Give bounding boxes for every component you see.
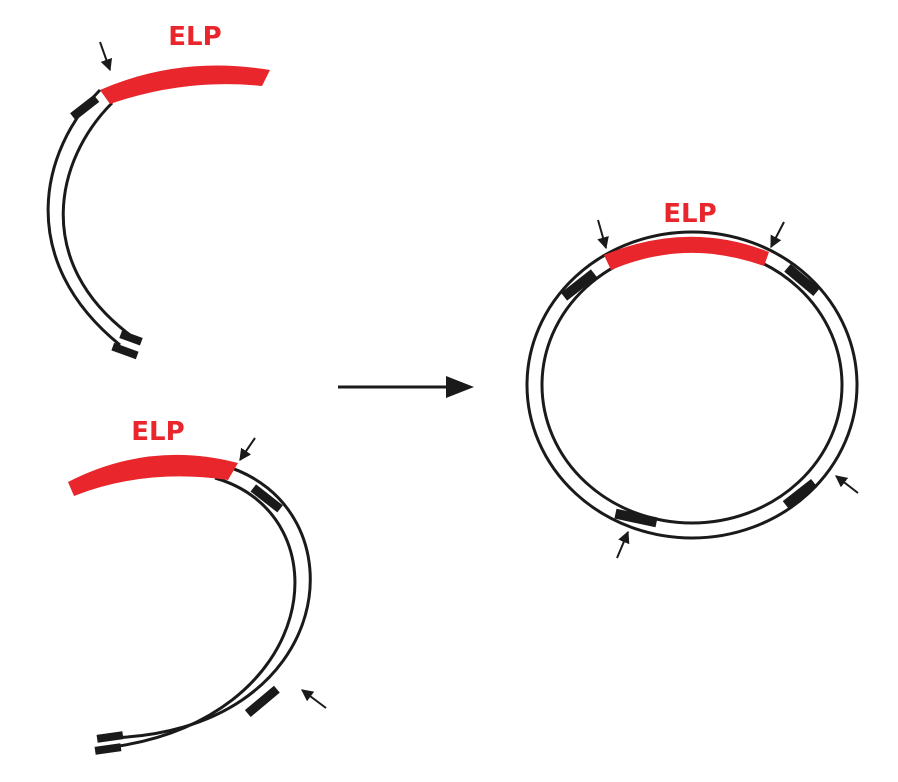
marker-block <box>96 731 124 743</box>
marker-block <box>244 685 280 718</box>
marker-block <box>614 508 658 528</box>
marker-block <box>784 263 820 297</box>
outer-strand <box>46 88 121 347</box>
elp-label: ELP <box>168 22 221 52</box>
marker-block <box>560 269 598 301</box>
arrow-icon <box>239 437 256 461</box>
marker-block <box>94 743 122 755</box>
fragment-top-left: ELP <box>46 22 270 360</box>
ligated-circle: ELP <box>525 199 859 559</box>
marker-block <box>119 330 143 346</box>
arrow-icon <box>616 530 630 559</box>
arrow-icon <box>301 689 327 709</box>
inner-strand <box>540 245 844 525</box>
outer-strand <box>525 230 859 540</box>
marker-block <box>782 478 818 510</box>
elp-label: ELP <box>663 199 716 229</box>
marker-block <box>250 484 283 513</box>
arrow-head-icon <box>446 376 474 398</box>
marker-block <box>70 94 100 121</box>
arrow-icon <box>99 41 113 72</box>
elp-segment <box>100 65 270 104</box>
arrow-icon <box>770 221 785 249</box>
inner-strand <box>61 101 131 337</box>
fragment-bottom-left: ELP <box>68 417 327 755</box>
elp-segment <box>68 454 238 496</box>
inner-strand <box>104 476 297 750</box>
elp-segment <box>604 236 769 270</box>
arrow-icon <box>835 475 859 494</box>
marker-block <box>111 342 139 360</box>
elp-label: ELP <box>131 417 184 447</box>
ligation-arrow <box>338 376 474 398</box>
arrow-icon <box>597 219 609 250</box>
